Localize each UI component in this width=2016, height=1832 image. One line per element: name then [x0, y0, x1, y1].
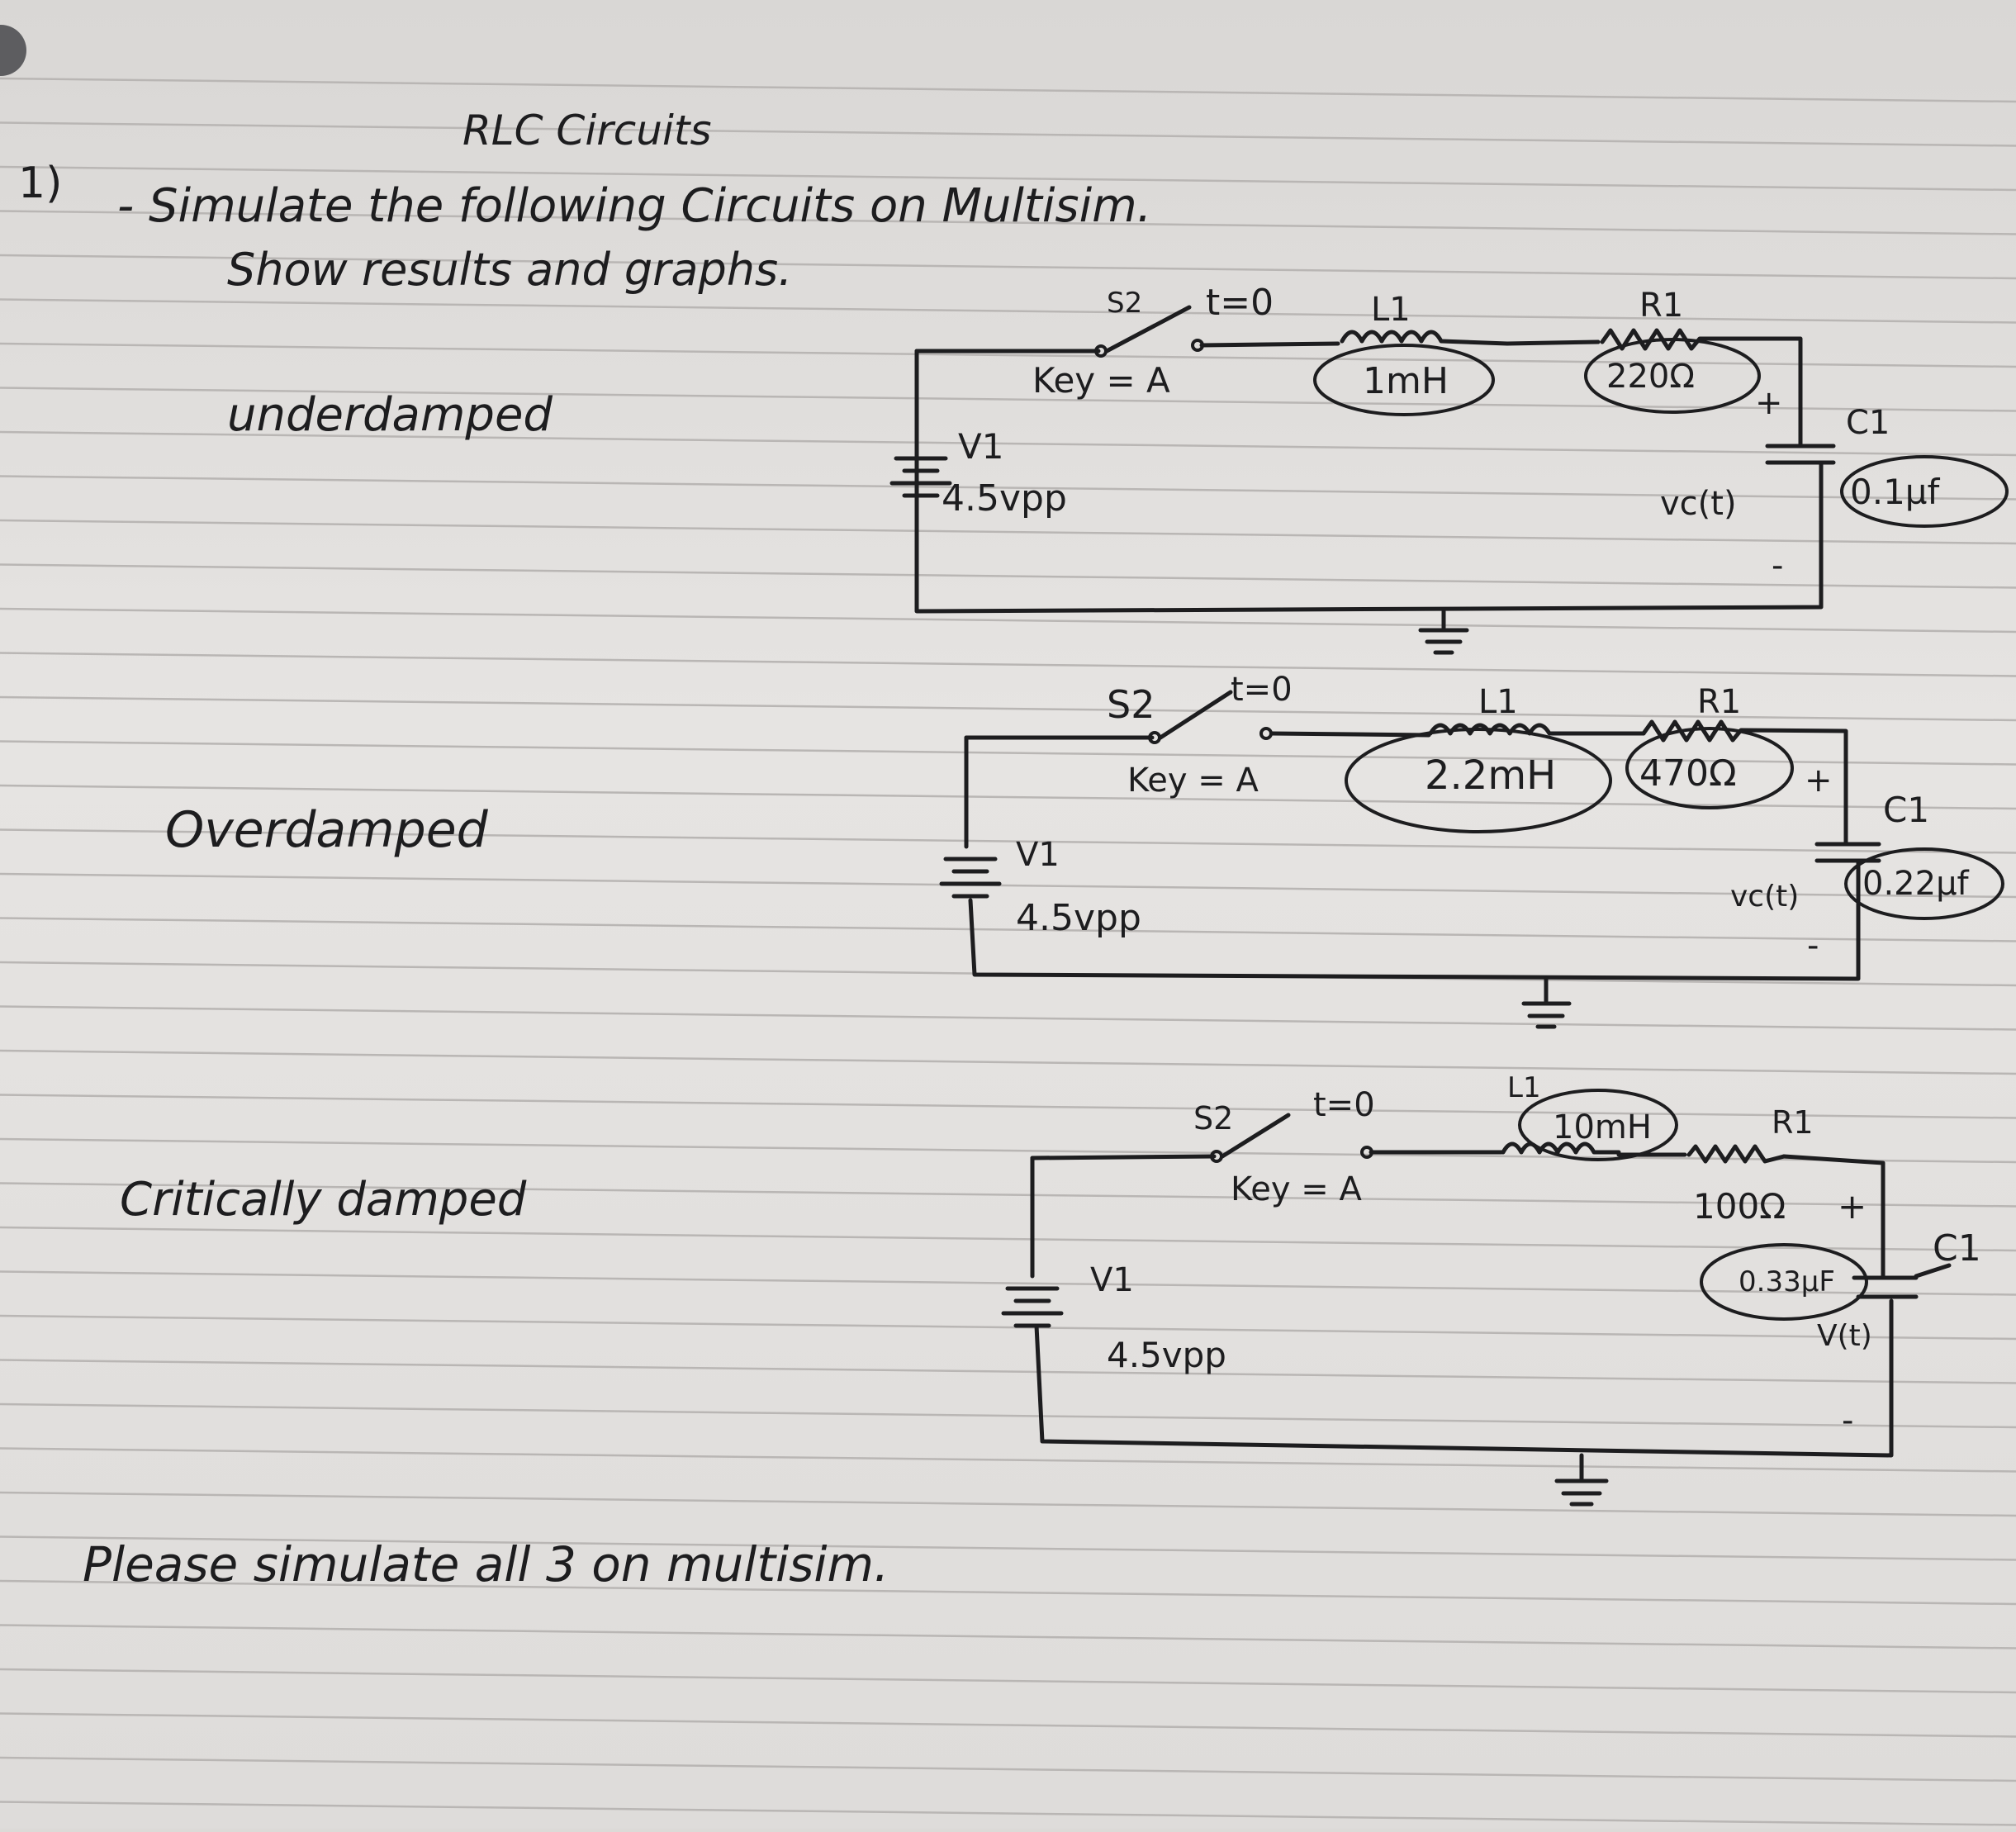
ruled-line: [0, 342, 2016, 368]
capacitor-label: C1: [1846, 404, 1890, 442]
ruled-line: [0, 1094, 2016, 1119]
resistor-label: R1: [1639, 287, 1684, 325]
switch-time: t=0: [1206, 282, 1274, 324]
plus-terminal: +: [1755, 384, 1783, 422]
ruled-line: [0, 1491, 2016, 1517]
ruled-line: [0, 1314, 2016, 1341]
inductance-value: 10mH: [1553, 1108, 1652, 1146]
resistor-label: R1: [1772, 1104, 1814, 1141]
ruled-line: [0, 828, 2016, 854]
ruled-line: [0, 1624, 2016, 1649]
critically-damped-label: Critically damped: [120, 1173, 527, 1227]
inductor-label: L1: [1507, 1071, 1541, 1104]
source-label: V1: [1016, 836, 1060, 874]
ruled-line: [0, 1270, 2016, 1296]
ruled-line: [0, 1005, 2016, 1031]
capacitor-label: C1: [1933, 1227, 1981, 1270]
cap-voltage-label: V(t): [1817, 1319, 1872, 1353]
inductor-label: L1: [1478, 683, 1518, 721]
source-value: 4.5vpp: [1107, 1335, 1226, 1375]
ruled-line: [0, 607, 2016, 634]
cap-voltage-label: vc(t): [1730, 880, 1800, 914]
ruled-line: [0, 121, 2016, 147]
overdamped-label: Overdamped: [165, 801, 488, 859]
ruled-line: [0, 1226, 2016, 1252]
resistance-value: 100Ω: [1693, 1186, 1786, 1227]
ruled-line: [0, 1535, 2016, 1561]
ruled-line: [0, 77, 2016, 103]
ruled-line: [0, 695, 2016, 722]
footer-instruction: Please simulate all 3 on multisim.: [83, 1536, 889, 1592]
underdamped-label: underdamped: [227, 388, 553, 442]
ruled-line: [0, 1182, 2016, 1208]
ruled-line: [0, 254, 2016, 280]
ruled-line: [0, 298, 2016, 324]
ruled-line: [0, 1668, 2016, 1694]
ruled-line: [0, 917, 2016, 942]
instruction-line-1: - Simulate the following Circuits on Mul…: [117, 179, 1152, 233]
source-label: V1: [1090, 1261, 1134, 1299]
ruled-line: [0, 1447, 2016, 1473]
capacitance-value: 0.33µF: [1739, 1265, 1835, 1298]
resistance-value: 470Ω: [1639, 752, 1737, 795]
instruction-line-2: Show results and graphs.: [227, 244, 793, 296]
page-title: RLC Circuits: [462, 107, 712, 154]
minus-terminal: -: [1842, 1402, 1854, 1440]
inductance-value: 2.2mH: [1425, 752, 1557, 799]
ruled-line: [0, 1359, 2016, 1384]
ruled-line: [0, 740, 2016, 766]
switch-label: S2: [1107, 682, 1155, 727]
ruled-line: [0, 872, 2016, 899]
plus-terminal: +: [1838, 1186, 1867, 1227]
source-value: 4.5vpp: [1016, 897, 1141, 939]
question-number: 1): [18, 159, 63, 208]
minus-terminal: -: [1772, 547, 1784, 585]
cap-voltage-label: vc(t): [1660, 485, 1737, 523]
resistor-label: R1: [1697, 683, 1742, 721]
source-label: V1: [958, 426, 1004, 467]
ruled-line: [0, 1049, 2016, 1075]
ruled-line: [0, 1801, 2016, 1826]
switch-time: t=0: [1313, 1086, 1375, 1124]
switch-key: Key = A: [1127, 762, 1259, 800]
source-value: 4.5vpp: [942, 477, 1067, 520]
ruled-line: [0, 519, 2016, 545]
capacitance-value: 0.1µf: [1850, 472, 1940, 512]
switch-key: Key = A: [1032, 360, 1170, 401]
inductor-label: L1: [1371, 291, 1411, 329]
capacitance-value: 0.22µf: [1862, 865, 1969, 903]
ruled-line: [0, 1712, 2016, 1738]
capacitor-label: C1: [1883, 790, 1930, 830]
inductance-value: 1mH: [1363, 360, 1449, 402]
switch-key: Key = A: [1231, 1170, 1362, 1208]
ruled-line: [0, 1756, 2016, 1782]
ruled-line: [0, 563, 2016, 589]
plus-terminal: +: [1805, 762, 1833, 800]
ruled-line: [0, 1579, 2016, 1606]
switch-label: S2: [1107, 287, 1143, 320]
ruled-line: [0, 652, 2016, 677]
switch-time: t=0: [1231, 671, 1293, 709]
ruled-line: [0, 387, 2016, 412]
minus-terminal: -: [1807, 927, 1819, 965]
ruled-line: [0, 430, 2016, 457]
ruled-line: [0, 1402, 2016, 1429]
ruled-line: [0, 165, 2016, 192]
resistance-value: 220Ω: [1606, 358, 1695, 396]
switch-label: S2: [1193, 1100, 1234, 1137]
ruled-line: [0, 1137, 2016, 1164]
ruled-line: [0, 210, 2016, 235]
ruled-line: [0, 475, 2016, 501]
